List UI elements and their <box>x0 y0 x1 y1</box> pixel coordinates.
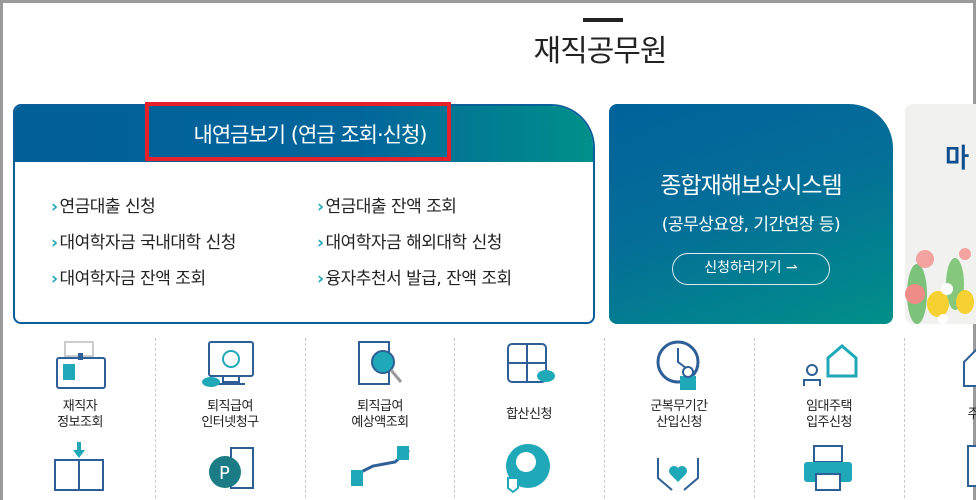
pension-card: 내연금보기 (연금 조회·신청) ›연금대출 신청 ›연금대출 잔액 조회 ›대… <box>13 104 595 324</box>
service-item[interactable] <box>604 438 754 494</box>
baby-shield-icon <box>506 444 550 494</box>
compensation-title: 종합재해보상시스템 <box>660 173 842 199</box>
go-apply-button[interactable]: 신청하러가기 ⇀ <box>672 253 830 285</box>
pension-card-title[interactable]: 내연금보기 (연금 조회·신청) <box>193 123 428 147</box>
page-title: 재직공무원 <box>533 34 668 69</box>
service-item[interactable]: P <box>155 438 305 494</box>
handshake-icon <box>351 446 410 486</box>
link-pension-loan-apply[interactable]: ›연금대출 신청 <box>51 197 156 217</box>
service-item[interactable] <box>904 438 976 494</box>
link-loan-recommendation[interactable]: ›융자추천서 발급, 잔액 조회 <box>317 269 512 289</box>
pension-links: ›연금대출 신청 ›연금대출 잔액 조회 ›대여학자금 국내대학 신청 ›대여학… <box>51 196 591 290</box>
service-label: 퇴직급여 예상액조회 <box>351 399 409 430</box>
chevron-right-icon: › <box>317 233 324 253</box>
link-overseas-tuition-apply[interactable]: ›대여학자금 해외대학 신청 <box>317 233 502 253</box>
flowers-illustration <box>905 248 974 324</box>
service-label: 군복무기간 산입신청 <box>650 399 708 430</box>
link-tuition-balance[interactable]: ›대여학자금 잔액 조회 <box>51 269 206 289</box>
hands-heart-icon <box>657 458 699 491</box>
document-hand-icon <box>967 445 976 487</box>
clock-soldier-icon <box>656 340 700 390</box>
pension-card-header[interactable]: 내연금보기 (연금 조회·신청) <box>15 106 593 162</box>
point-coins-icon: P <box>209 447 254 489</box>
service-item[interactable]: 재직자 정보조회 <box>5 336 155 432</box>
column-divider <box>305 338 306 498</box>
service-item[interactable]: 군복무기간 산입신청 <box>604 336 754 432</box>
monitor-coins-icon <box>202 341 254 387</box>
column-divider <box>155 338 156 498</box>
chevron-right-icon: › <box>317 197 324 217</box>
service-item[interactable] <box>454 438 604 494</box>
title-accent-bar <box>583 18 623 22</box>
chevron-right-icon: › <box>51 197 58 217</box>
highlight-box <box>145 102 451 161</box>
service-label: 주택 <box>967 407 976 422</box>
chevron-right-icon: › <box>51 269 58 289</box>
service-label: 합산신청 <box>506 407 552 422</box>
partial-banner-title: 마 <box>945 144 969 174</box>
service-label: 퇴직급여 인터넷청구 <box>201 399 259 430</box>
svg-text:P: P <box>219 463 230 484</box>
compensation-card[interactable]: 종합재해보상시스템 (공무상요양, 기간연장 등) 신청하러가기 ⇀ <box>609 104 893 324</box>
service-item[interactable]: 퇴직급여 예상액조회 <box>305 336 455 432</box>
service-item[interactable] <box>5 438 155 494</box>
service-item[interactable]: 임대주택 입주신청 <box>754 336 904 432</box>
link-domestic-tuition-apply[interactable]: ›대여학자금 국내대학 신청 <box>51 233 236 253</box>
service-label: 재직자 정보조회 <box>57 399 103 430</box>
column-divider <box>754 338 755 498</box>
chevron-right-icon: › <box>317 269 324 289</box>
service-grid: 재직자 정보조회 퇴직급여 인터넷청구 퇴직급여 예상액조회 합산신청 군복무기간 산입… <box>5 332 976 500</box>
column-divider <box>604 338 605 498</box>
partial-banner-card[interactable]: 마 <box>905 104 976 324</box>
arrow-right-icon: ⇀ <box>786 260 798 276</box>
service-item[interactable] <box>754 438 904 494</box>
service-item[interactable]: 주택 <box>904 336 976 432</box>
service-item[interactable]: 합산신청 <box>454 336 604 432</box>
printer-icon <box>804 445 852 491</box>
calculator-coins-icon <box>507 343 555 383</box>
service-item[interactable] <box>305 438 455 494</box>
document-search-icon <box>358 341 403 385</box>
service-label: 임대주택 입주신청 <box>806 399 852 430</box>
book-download-icon <box>54 442 104 491</box>
service-item[interactable]: 퇴직급여 인터넷청구 <box>155 336 305 432</box>
id-card-icon <box>56 341 106 389</box>
house-people-icon <box>803 344 858 386</box>
chevron-right-icon: › <box>51 233 58 253</box>
compensation-subtitle: (공무상요양, 기간연장 등) <box>661 215 841 235</box>
column-divider <box>904 338 905 498</box>
link-pension-loan-balance[interactable]: ›연금대출 잔액 조회 <box>317 197 457 217</box>
column-divider <box>454 338 455 498</box>
house-person-icon <box>963 348 976 387</box>
